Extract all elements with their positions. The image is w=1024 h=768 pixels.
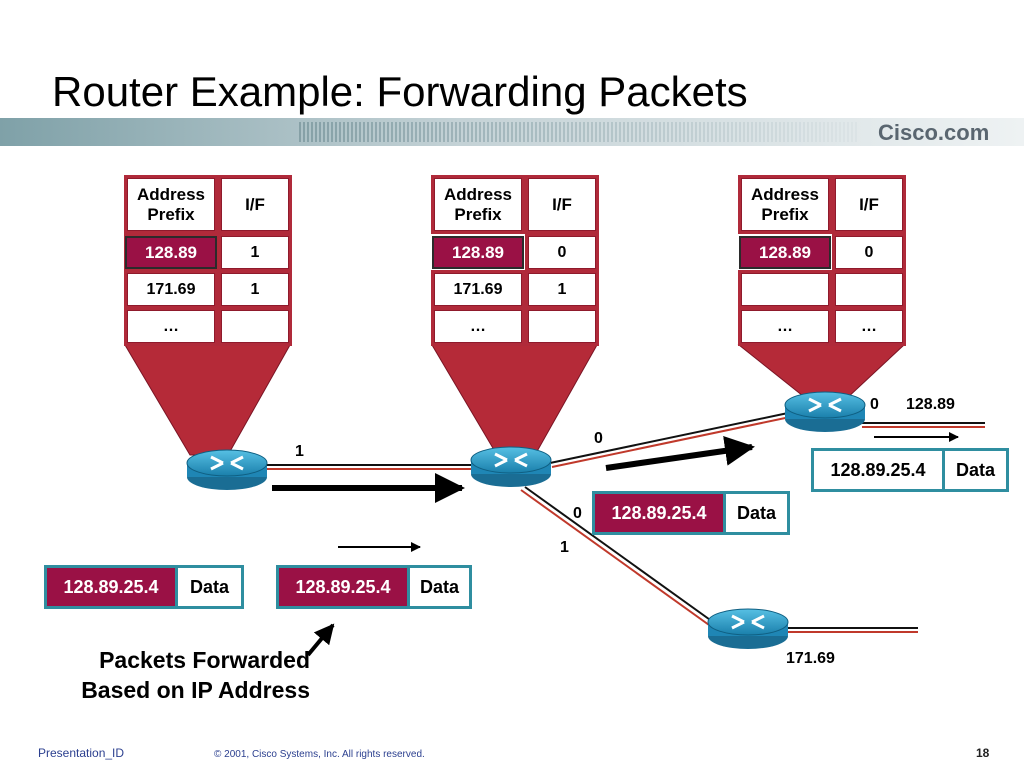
highlighted-prefix: 128.89 bbox=[125, 236, 217, 269]
packet: 128.89.25.4 Data bbox=[44, 565, 244, 609]
table-cell-if: 0 bbox=[525, 233, 599, 272]
flow-arrow-2 bbox=[605, 435, 755, 471]
table-cell-if: 1 bbox=[218, 270, 292, 309]
caption-line: Based on IP Address bbox=[81, 677, 310, 703]
packet-address: 128.89.25.4 bbox=[279, 568, 407, 606]
table-cell-if bbox=[832, 270, 906, 309]
packet: 128.89.25.4 Data bbox=[811, 448, 1009, 492]
router-icon bbox=[470, 446, 552, 487]
router-icon bbox=[784, 391, 866, 432]
page-number: 18 bbox=[976, 746, 990, 760]
router-icon bbox=[186, 449, 268, 490]
packet-data: Data bbox=[175, 568, 241, 606]
footer-presentation-id: Presentation_ID bbox=[38, 746, 125, 760]
routing-funnel-2 bbox=[431, 344, 598, 456]
packet: 128.89.25.4 Data bbox=[276, 565, 472, 609]
table-cell-if bbox=[525, 307, 599, 346]
link-r3-lan bbox=[862, 422, 985, 428]
interface-label: 0 bbox=[573, 505, 582, 522]
table-cell-prefix: … bbox=[431, 307, 525, 346]
table-cell-prefix bbox=[738, 270, 832, 309]
router-icon bbox=[707, 608, 789, 649]
table-cell-if: 0 bbox=[832, 233, 906, 272]
header-banner bbox=[0, 118, 1024, 146]
link-r4-lan bbox=[785, 627, 918, 633]
packet-address: 128.89.25.4 bbox=[595, 494, 723, 532]
link-r1-r2 bbox=[228, 464, 475, 470]
table-cell-prefix: … bbox=[124, 307, 218, 346]
interface-label: 1 bbox=[560, 539, 569, 556]
table-header-if: I/F bbox=[832, 175, 906, 234]
packet-address: 128.89.25.4 bbox=[814, 451, 942, 489]
link-r2-r4 bbox=[520, 486, 721, 631]
slide-title: Router Example: Forwarding Packets bbox=[52, 68, 748, 115]
packet: 128.89.25.4 Data bbox=[592, 491, 790, 535]
packet-data: Data bbox=[942, 451, 1006, 489]
table-header-if: I/F bbox=[218, 175, 292, 234]
table-cell-if: … bbox=[832, 307, 906, 346]
packet-data: Data bbox=[723, 494, 787, 532]
routing-funnel-1 bbox=[124, 344, 291, 456]
diagram-caption: Packets Forwarded Based on IP Address bbox=[40, 645, 310, 705]
table-header-prefix: Address Prefix bbox=[738, 175, 832, 234]
cisco-logo-text: Cisco.com bbox=[878, 120, 990, 145]
highlighted-prefix: 128.89 bbox=[739, 236, 831, 269]
table-cell-if: 1 bbox=[218, 233, 292, 272]
table-cell-prefix: … bbox=[738, 307, 832, 346]
network-label: 171.69 bbox=[786, 650, 835, 667]
table-header-if: I/F bbox=[525, 175, 599, 234]
caption-pointer-arrow bbox=[306, 623, 335, 657]
interface-label: 0 bbox=[870, 396, 879, 413]
caption-line: Packets Forwarded bbox=[99, 647, 310, 673]
table-cell-if: 1 bbox=[525, 270, 599, 309]
table-header-prefix: Address Prefix bbox=[431, 175, 525, 234]
interface-label: 0 bbox=[594, 430, 603, 447]
table-cell-prefix: 171.69 bbox=[124, 270, 218, 309]
highlighted-prefix: 128.89 bbox=[432, 236, 524, 269]
packet-address: 128.89.25.4 bbox=[47, 568, 175, 606]
table-cell-if bbox=[218, 307, 292, 346]
table-cell-prefix: 171.69 bbox=[431, 270, 525, 309]
footer-copyright: © 2001, Cisco Systems, Inc. All rights r… bbox=[214, 749, 425, 760]
network-label: 128.89 bbox=[906, 396, 955, 413]
table-header-prefix: Address Prefix bbox=[124, 175, 218, 234]
packet-data: Data bbox=[407, 568, 469, 606]
interface-label: 1 bbox=[295, 443, 304, 460]
link-r2-r3 bbox=[549, 412, 791, 468]
